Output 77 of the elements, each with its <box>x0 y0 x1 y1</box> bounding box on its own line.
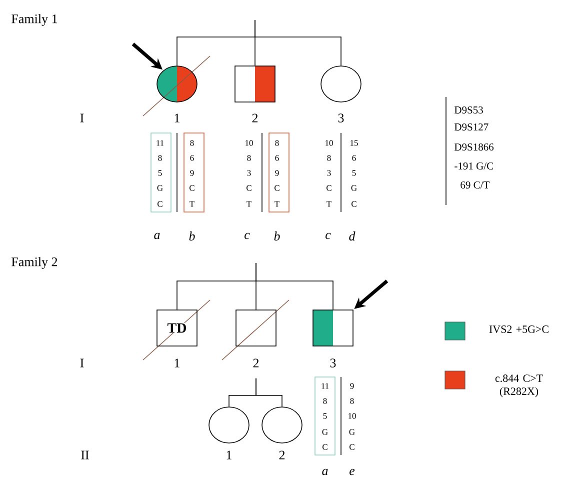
haplotype-allele: 5 <box>352 170 356 176</box>
haplotype-letter: b <box>274 231 280 241</box>
haplotype-allele: 6 <box>352 155 356 161</box>
pedigree-line <box>256 262 334 310</box>
haplotype-allele: 8 <box>190 140 194 146</box>
female-symbol <box>208 406 250 444</box>
marker-name: D9S53 <box>454 106 483 114</box>
individual-number: 1 <box>174 358 180 368</box>
haplotype-allele: G <box>157 185 163 191</box>
generation-numeral: I <box>80 358 84 368</box>
family-heading: Family 1 <box>12 14 58 26</box>
haplotype-letter: b <box>189 231 195 241</box>
haplotype-allele: 9 <box>275 170 279 176</box>
legend-text: c.844 C>T (R282X) <box>495 374 543 398</box>
legend-text: IVS2 +5G>C <box>489 326 548 333</box>
haplotype-allele: G <box>322 429 328 435</box>
individual-number: 3 <box>330 358 336 368</box>
haplotype-allele: C <box>274 185 280 191</box>
haplotype-letter: d <box>349 231 356 241</box>
haplotype-allele: C <box>246 185 252 191</box>
haplotype-allele: C <box>326 185 332 191</box>
family-heading: Family 2 <box>12 257 58 269</box>
individual-number: 1 <box>226 450 232 460</box>
haplotype-letter: c <box>244 232 250 240</box>
haplotype-allele: 9 <box>350 383 354 389</box>
haplotype-allele: 8 <box>327 155 331 161</box>
individual-number: 3 <box>338 114 344 122</box>
haplotype-allele: 11 <box>156 140 164 146</box>
haplotype-allele: 6 <box>190 155 194 161</box>
marker-name: 69 C/T <box>460 181 490 189</box>
male-symbol <box>234 66 276 102</box>
haplotype-allele: 3 <box>327 170 331 176</box>
haplotype-allele: C <box>190 185 194 191</box>
haplotype-allele: 9 <box>190 170 194 176</box>
haplotype-letter: c <box>326 232 331 240</box>
haplotype-allele: 6 <box>275 155 279 161</box>
marker-name: D9S1866 <box>454 143 494 151</box>
marker-name: D9S127 <box>454 123 488 131</box>
male-symbol <box>312 310 354 346</box>
haplotype-allele: G <box>351 185 357 191</box>
marker-name: -191 G/C <box>454 162 493 170</box>
pedigree-line <box>254 20 342 66</box>
individual-number: 2 <box>252 114 258 122</box>
haplotype-allele: 5 <box>323 413 327 419</box>
haplotype-letter: a <box>154 232 160 240</box>
haplotype-allele: C <box>322 444 328 450</box>
haplotype-allele: T <box>246 201 252 207</box>
haplotype-allele: 8 <box>323 398 327 404</box>
haplotype-allele: T <box>326 201 332 207</box>
haplotype-allele: 8 <box>158 155 162 161</box>
generation-numeral: II <box>81 450 89 460</box>
individual-number: 2 <box>279 450 285 460</box>
pedigree-line <box>256 378 282 407</box>
haplotype-allele: 11 <box>322 383 329 389</box>
haplotype-allele: 10 <box>348 413 356 419</box>
haplotype-allele: 5 <box>158 170 162 176</box>
female-symbol <box>262 406 302 444</box>
haplotype-allele: C <box>350 444 354 450</box>
haplotype-allele: G <box>349 429 355 435</box>
haplotype-allele: T <box>274 201 280 207</box>
female-symbol <box>320 66 362 102</box>
haplotype-allele: C <box>352 201 356 207</box>
haplotype-allele: 8 <box>350 398 354 404</box>
haplotype-letter: e <box>350 468 355 476</box>
male-symbol <box>222 300 290 360</box>
haplotype-allele: 3 <box>247 170 251 176</box>
haplotype-allele: 8 <box>247 155 251 161</box>
individual-number: 2 <box>253 358 259 368</box>
haplotype-allele: T <box>190 201 194 207</box>
haplotype-allele: 8 <box>275 140 279 146</box>
haplotype-allele: 10 <box>246 140 253 146</box>
haplotype-allele: C <box>158 201 162 207</box>
individual-number: 1 <box>174 114 180 122</box>
generation-numeral: I <box>80 114 84 122</box>
haplotype-allele: 15 <box>350 140 358 146</box>
haplotype-allele: 10 <box>326 140 333 146</box>
haplotype-letter: a <box>322 468 328 476</box>
